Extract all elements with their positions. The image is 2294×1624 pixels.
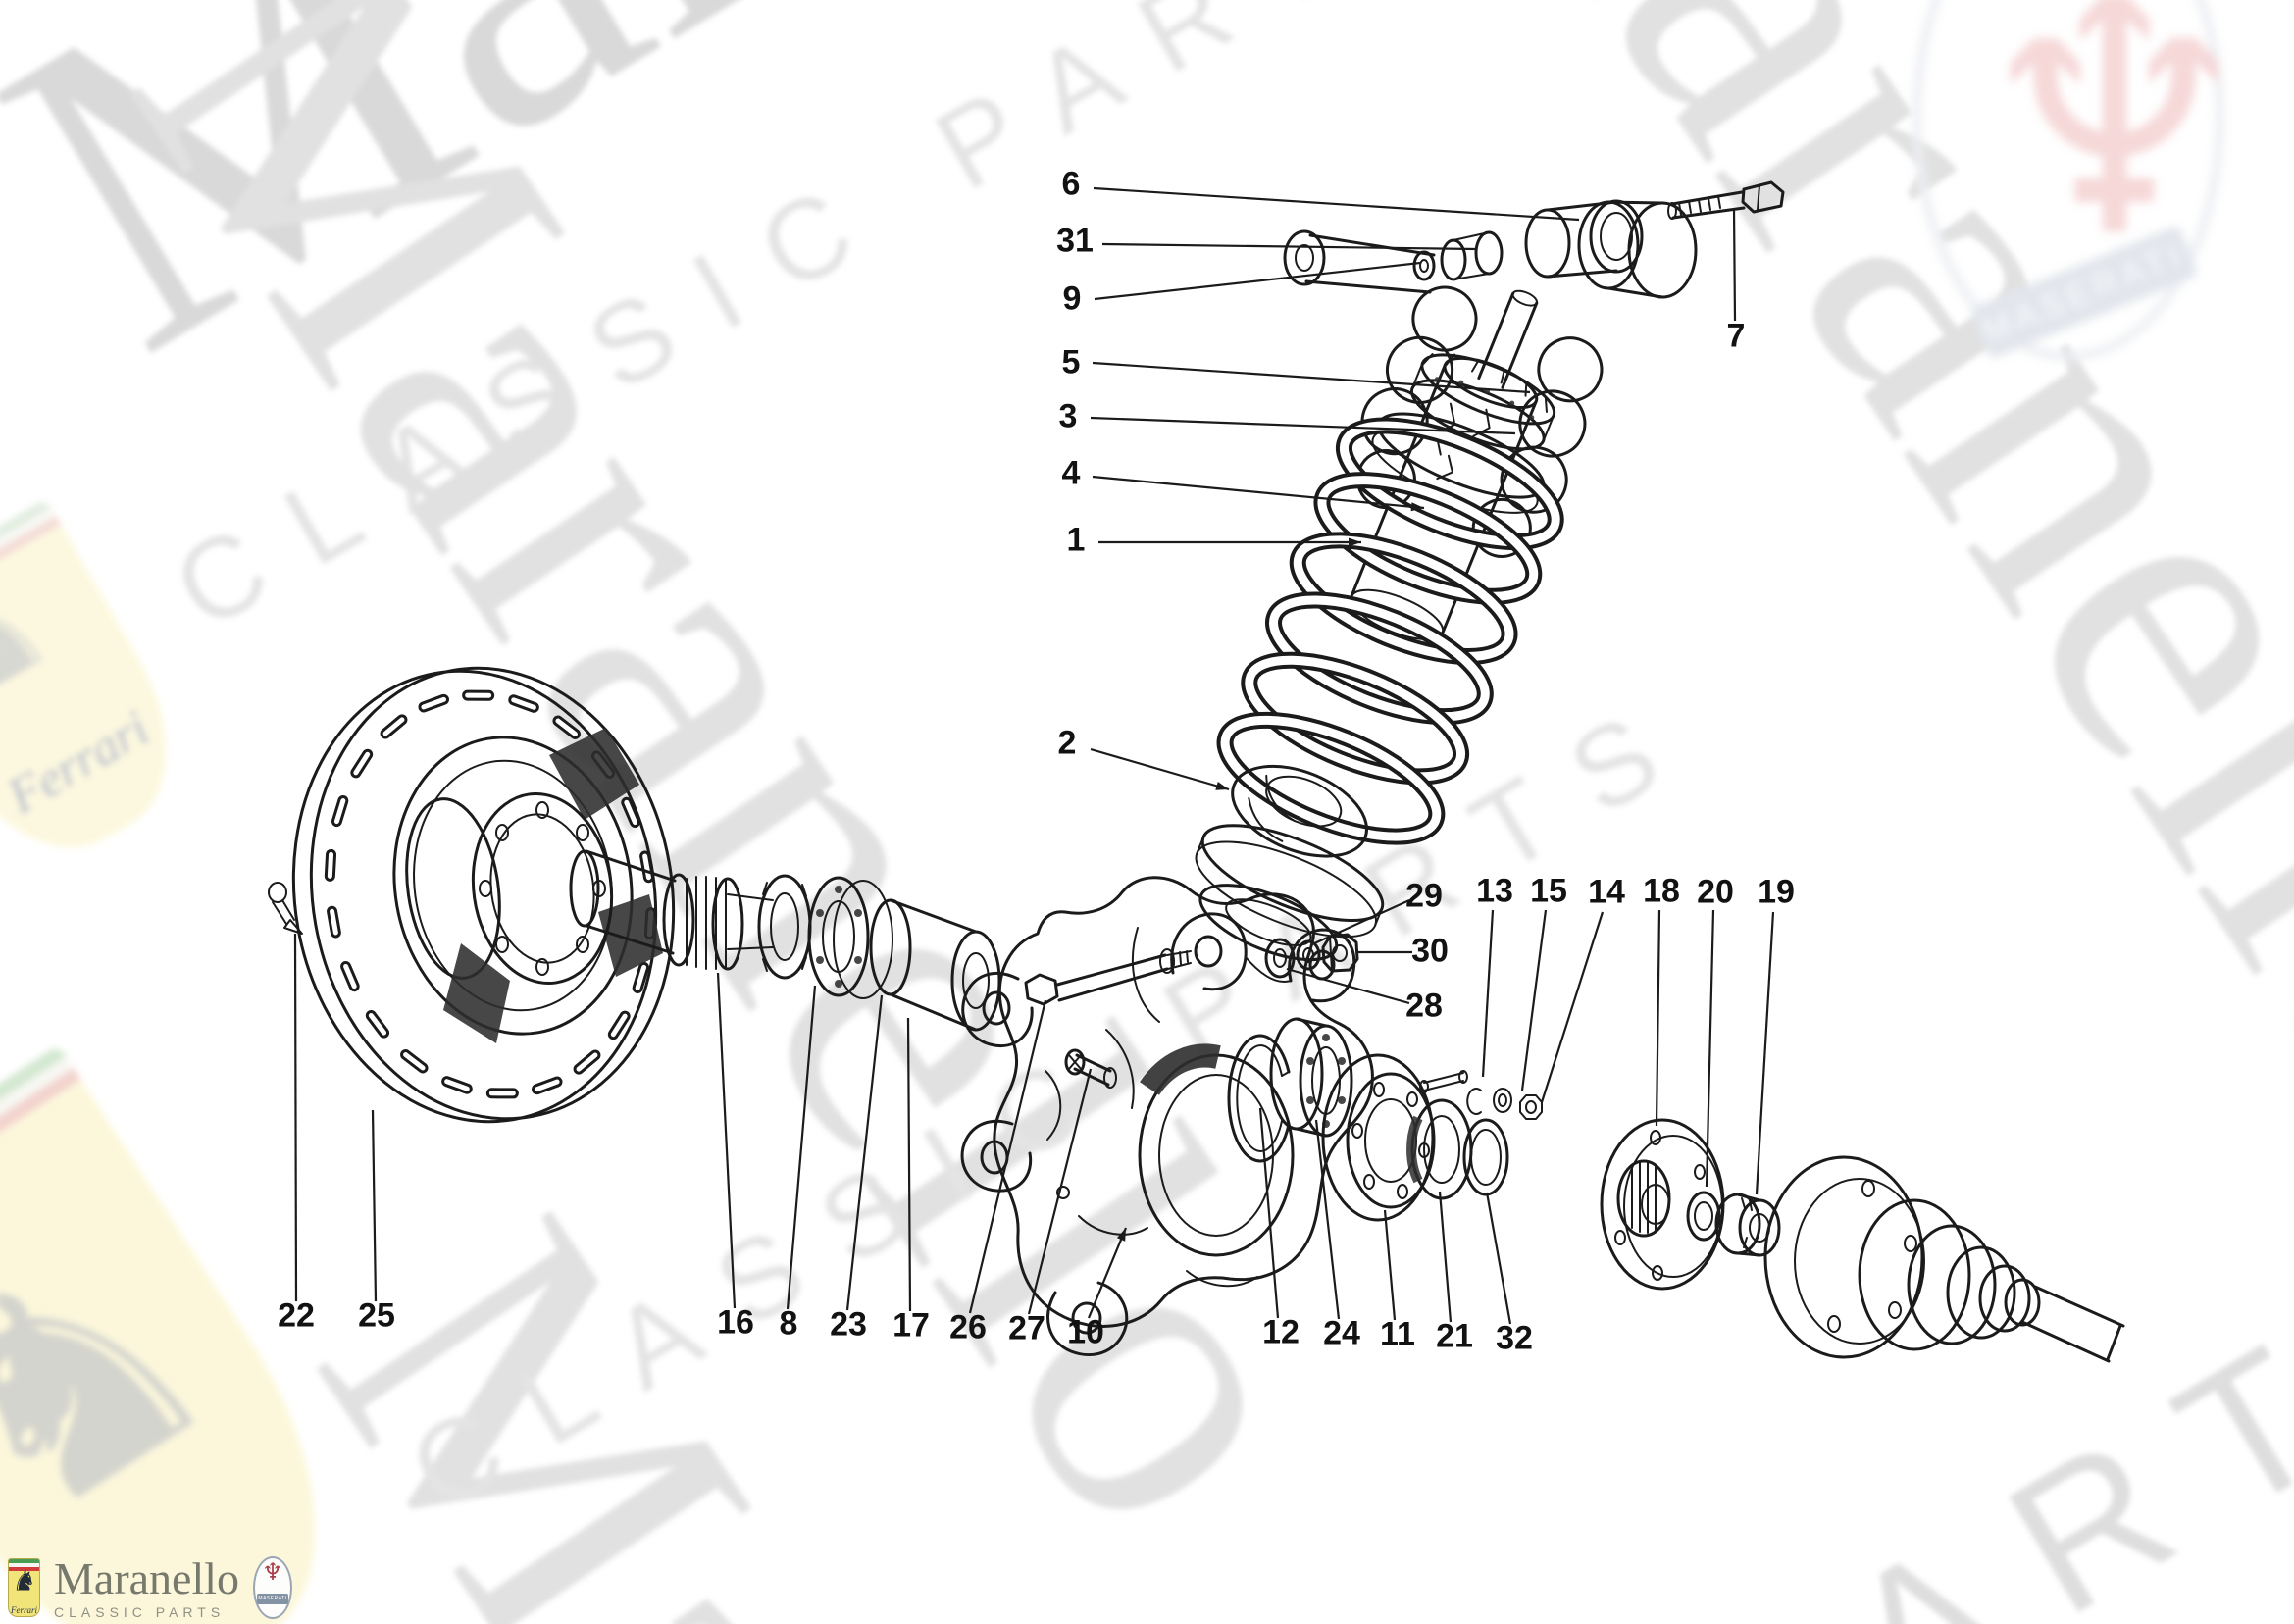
part-label-24: 24 [1323, 1314, 1360, 1352]
part-label-5: 5 [1061, 343, 1081, 381]
part-label-19: 19 [1758, 873, 1795, 911]
coil-spring [1216, 417, 1564, 845]
part-label-13: 13 [1476, 872, 1513, 910]
hub-carrier-knuckle [960, 876, 1374, 1357]
part-label-26: 26 [949, 1308, 987, 1346]
part-label-21: 21 [1436, 1317, 1473, 1355]
part-label-6: 6 [1061, 165, 1081, 203]
part-label-22: 22 [278, 1296, 315, 1335]
part-label-29: 29 [1405, 877, 1443, 915]
part-label-17: 17 [892, 1306, 930, 1345]
part-label-10: 10 [1067, 1313, 1104, 1351]
hub-bearing-row [1227, 1017, 1543, 1222]
part-label-2: 2 [1057, 724, 1077, 762]
part-label-23: 23 [830, 1305, 867, 1344]
part-label-27: 27 [1008, 1309, 1045, 1347]
part-label-7: 7 [1726, 317, 1746, 355]
part-label-31: 31 [1056, 222, 1094, 260]
trident-icon: ♆ [262, 1558, 283, 1586]
part-label-9: 9 [1062, 279, 1082, 318]
part-label-32: 32 [1496, 1319, 1533, 1357]
logo-name: Maranello [54, 1552, 240, 1603]
part-label-14: 14 [1588, 873, 1625, 911]
drive-flange-dust-cap [1600, 1118, 1781, 1291]
part-label-25: 25 [358, 1296, 395, 1335]
part-label-16: 16 [717, 1303, 754, 1342]
part-label-12: 12 [1262, 1313, 1300, 1351]
part-label-11: 11 [1380, 1315, 1415, 1353]
part-label-1: 1 [1066, 521, 1086, 559]
part-label-15: 15 [1530, 872, 1567, 910]
part-label-3: 3 [1058, 397, 1078, 435]
seat-washer-nut-set [1264, 933, 1359, 979]
part-label-20: 20 [1697, 873, 1734, 911]
part-label-8: 8 [779, 1304, 798, 1343]
part-label-4: 4 [1061, 454, 1081, 492]
shock-top-mount [1283, 199, 1698, 299]
shock-absorber [1195, 285, 1604, 962]
stub-axle-and-bearing [585, 849, 1001, 1032]
logo-subtitle: CLASSIC PARTS [54, 1603, 226, 1620]
brake-disc [291, 666, 676, 1124]
maranello-logo[interactable]: ♞ Ferrari Maranello CLASSIC PARTS ♆ MASE… [8, 1552, 293, 1620]
part-label-18: 18 [1643, 872, 1680, 910]
maserati-label: MASERATI [257, 1594, 289, 1604]
spring-seat-rubber [1195, 764, 1385, 962]
mount-bolt [1667, 180, 1785, 220]
maserati-oval-logo: ♆ MASERATI [253, 1556, 293, 1619]
part-label-30: 30 [1411, 932, 1449, 970]
ferrari-shield-logo: ♞ Ferrari [8, 1558, 40, 1617]
prancing-horse-icon: ♞ [11, 1564, 37, 1598]
leader-lines [293, 186, 1775, 1325]
part-label-28: 28 [1405, 987, 1443, 1025]
ferrari-label: Ferrari [11, 1605, 37, 1615]
bleeder-screw [268, 882, 303, 935]
cv-joint-boot [1763, 1155, 2125, 1363]
